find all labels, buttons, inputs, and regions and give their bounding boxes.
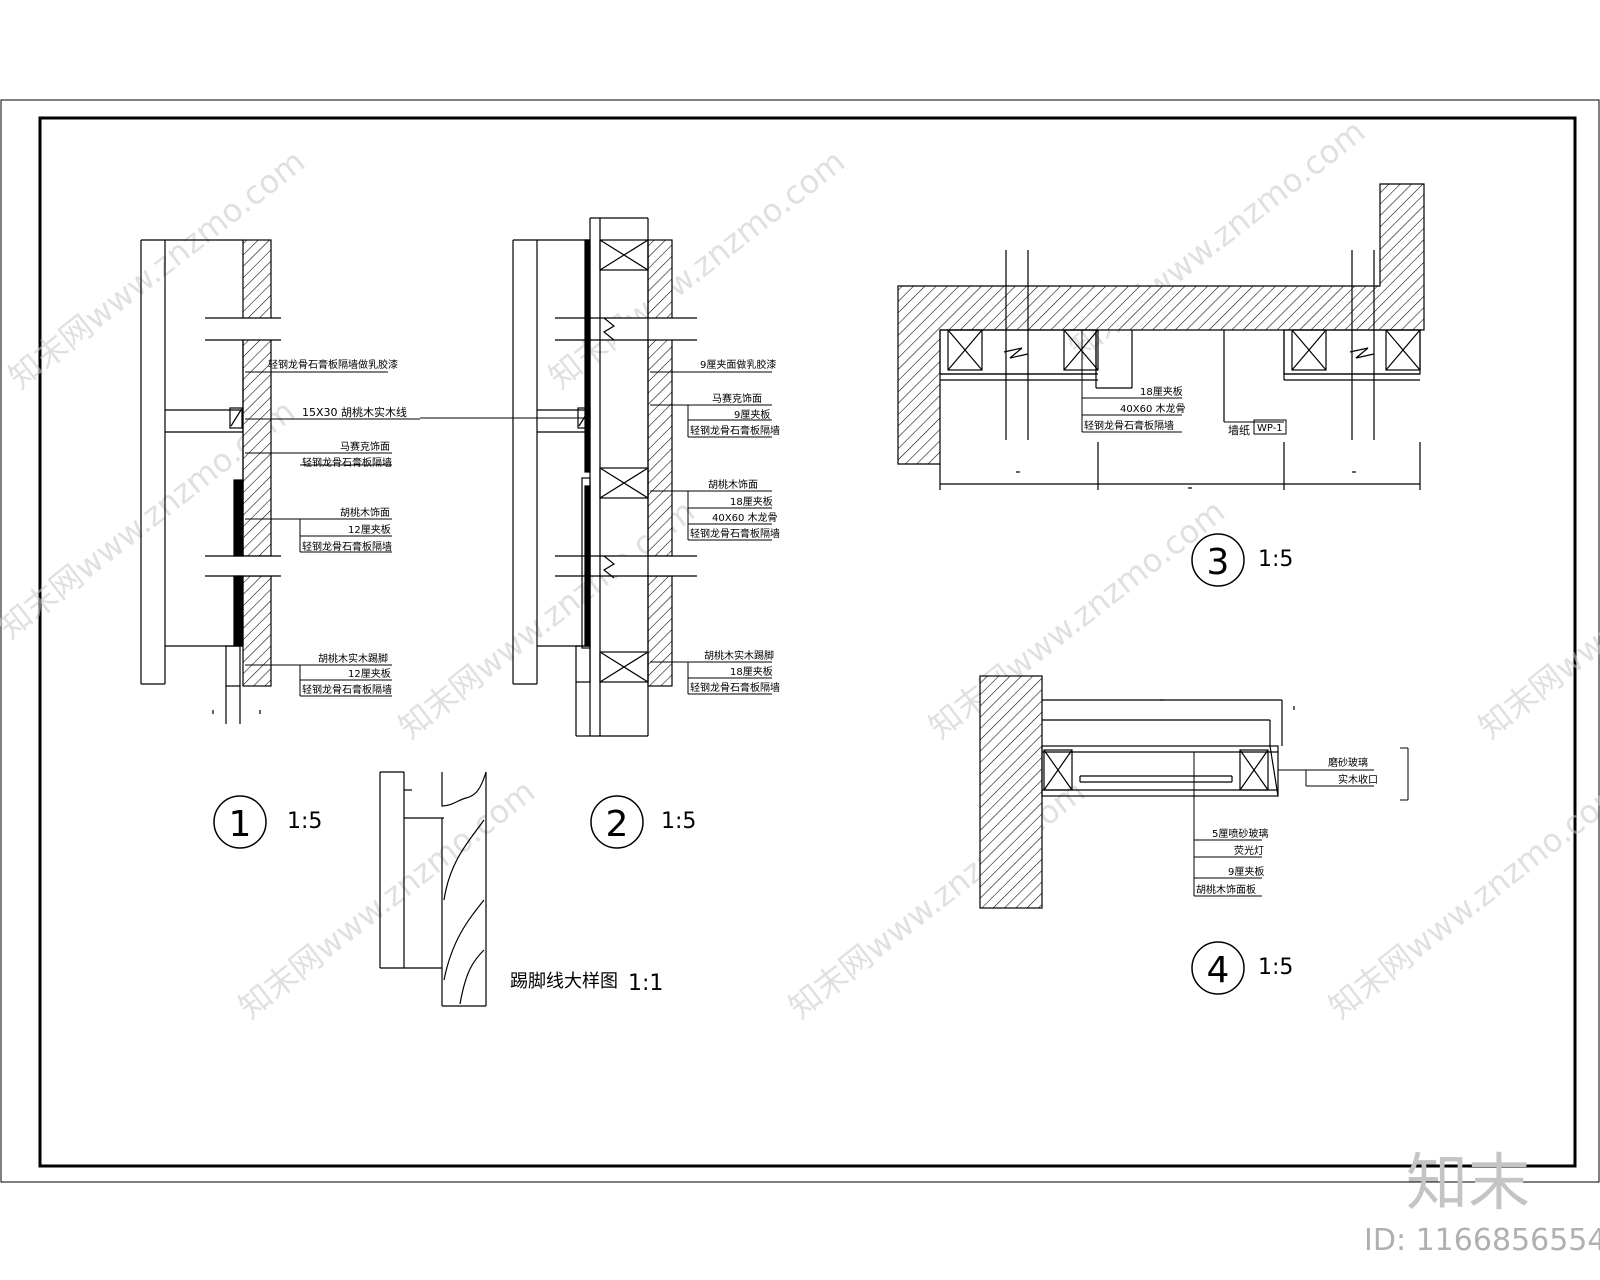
detail-4-label: 磨砂玻璃 <box>1328 756 1368 769</box>
detail-4-marker-circle <box>1191 941 1245 995</box>
detail-3-label: 40X60 木龙骨 <box>1120 402 1185 415</box>
detail-1-label: 12厘夹板 <box>348 523 391 536</box>
watermark: 知末网www.znzmo.com <box>1472 492 1600 746</box>
detail-1-labels: 轻钢龙骨石膏板隔墙做乳胶漆 15X30 胡桃木实木线 马赛克饰面 轻钢龙骨石膏板… <box>268 358 407 696</box>
detail-4-number: 4 <box>1207 950 1230 991</box>
detail-2-marker-circle <box>590 795 644 849</box>
detail-1-label: 轻钢龙骨石膏板隔墙 <box>302 540 392 553</box>
detail-2-label: 轻钢龙骨石膏板隔墙 <box>690 681 780 694</box>
detail-1-label: 15X30 胡桃木实木线 <box>302 405 407 419</box>
detail-3-number: 3 <box>1207 542 1230 583</box>
detail-1-label: 马赛克饰面 <box>340 440 390 453</box>
detail-1-label: 轻钢龙骨石膏板隔墙做乳胶漆 <box>268 358 398 371</box>
detail-1-label: 12厘夹板 <box>348 667 391 680</box>
detail-4-leaders <box>1193 747 1409 897</box>
detail-3-wallpaper-tag <box>1253 419 1287 435</box>
detail-2-label: 9厘夹板 <box>734 408 770 421</box>
image-id: ID: 1166856554 <box>1364 1223 1600 1258</box>
detail-4-label: 实木收口 <box>1338 773 1378 786</box>
outer-frame <box>0 99 1600 1183</box>
detail-4-scale: 1:5 <box>1258 955 1293 980</box>
detail-2-number: 2 <box>606 804 629 845</box>
detail-4-label: 5厘喷砂玻璃 <box>1212 827 1268 840</box>
detail-3-wallpaper-label: 墙纸 <box>1228 423 1250 437</box>
detail-3-label: 18厘夹板 <box>1140 385 1183 398</box>
detail-1-label: 胡桃木实木踢脚 <box>318 652 388 665</box>
detail-1-wall-gap <box>205 318 281 340</box>
detail-3-scale: 1:5 <box>1258 547 1293 572</box>
watermark: 知末网www.znzmo.com <box>1322 772 1600 1026</box>
detail-4-wall-hatch <box>979 675 1043 909</box>
detail-2-label: 18厘夹板 <box>730 665 773 678</box>
skirting-scale: 1:1 <box>628 971 663 996</box>
detail-2-label: 马赛克饰面 <box>712 392 762 405</box>
detail-4-label: 9厘夹板 <box>1228 865 1264 878</box>
detail-2-label: 轻钢龙骨石膏板隔墙 <box>690 527 780 540</box>
detail-1-scale: 1:5 <box>287 809 322 834</box>
detail-1-wall-hatch-upper <box>242 239 272 557</box>
detail-2-label: 胡桃木饰面 <box>708 478 758 491</box>
detail-3-section <box>897 183 1425 490</box>
detail-1-number: 1 <box>229 804 252 845</box>
detail-1-label: 轻钢龙骨石膏板隔墙 <box>302 456 392 469</box>
detail-3-labels: 18厘夹板 40X60 木龙骨 轻钢龙骨石膏板隔墙 墙纸 WP-1 <box>1084 385 1287 437</box>
watermark: 知末网www.znzmo.com <box>922 492 1233 746</box>
skirting-profile <box>379 771 487 1007</box>
detail-2-label: 胡桃木实木踢脚 <box>704 649 774 662</box>
detail-4-section <box>979 675 1295 909</box>
brand-logo: 知末 <box>1406 1146 1530 1219</box>
detail-4-label: 胡桃木饰面板 <box>1196 883 1256 896</box>
detail-1-label: 胡桃木饰面 <box>340 506 390 519</box>
detail-1-label: 轻钢龙骨石膏板隔墙 <box>302 683 392 696</box>
detail-2-label: 40X60 木龙骨 <box>712 511 777 524</box>
detail-1-section <box>140 239 281 724</box>
detail-2-label: 轻钢龙骨石膏板隔墙 <box>690 424 780 437</box>
detail-4-label: 荧光灯 <box>1234 844 1264 857</box>
detail-3-label: 轻钢龙骨石膏板隔墙 <box>1084 419 1174 432</box>
skirting-title: 踢脚线大样图 <box>510 971 618 992</box>
detail-3-wallpaper-code: WP-1 <box>1257 423 1283 434</box>
detail-3-wall-hatch <box>897 183 1425 465</box>
inner-frame <box>38 116 1577 1168</box>
detail-2-wall-hatch-upper <box>647 239 673 557</box>
detail-2-wall-hatch-lower <box>647 575 673 687</box>
detail-2-section <box>512 217 697 737</box>
detail-2-labels: 9厘夹面做乳胶漆 马赛克饰面 9厘夹板 轻钢龙骨石膏板隔墙 胡桃木饰面 18厘夹… <box>690 358 780 694</box>
detail-2-leaders <box>420 371 772 695</box>
detail-1-wall-hatch-lower <box>242 575 272 687</box>
detail-3-marker-circle <box>1191 533 1245 587</box>
detail-2-label: 9厘夹面做乳胶漆 <box>700 358 776 371</box>
watermark: 知末网www.znzmo.com <box>232 772 543 1026</box>
watermark: 知末网www.znzmo.com <box>782 772 1093 1026</box>
detail-4-labels: 磨砂玻璃 实木收口 5厘喷砂玻璃 荧光灯 9厘夹板 胡桃木饰面板 <box>1196 756 1378 896</box>
detail-3-leaders <box>1081 330 1284 433</box>
detail-1-leaders <box>245 371 420 697</box>
detail-2-label: 18厘夹板 <box>730 495 773 508</box>
detail-1-marker-circle <box>213 795 267 849</box>
detail-1-wall-gap-2 <box>205 556 281 576</box>
detail-2-scale: 1:5 <box>661 809 696 834</box>
